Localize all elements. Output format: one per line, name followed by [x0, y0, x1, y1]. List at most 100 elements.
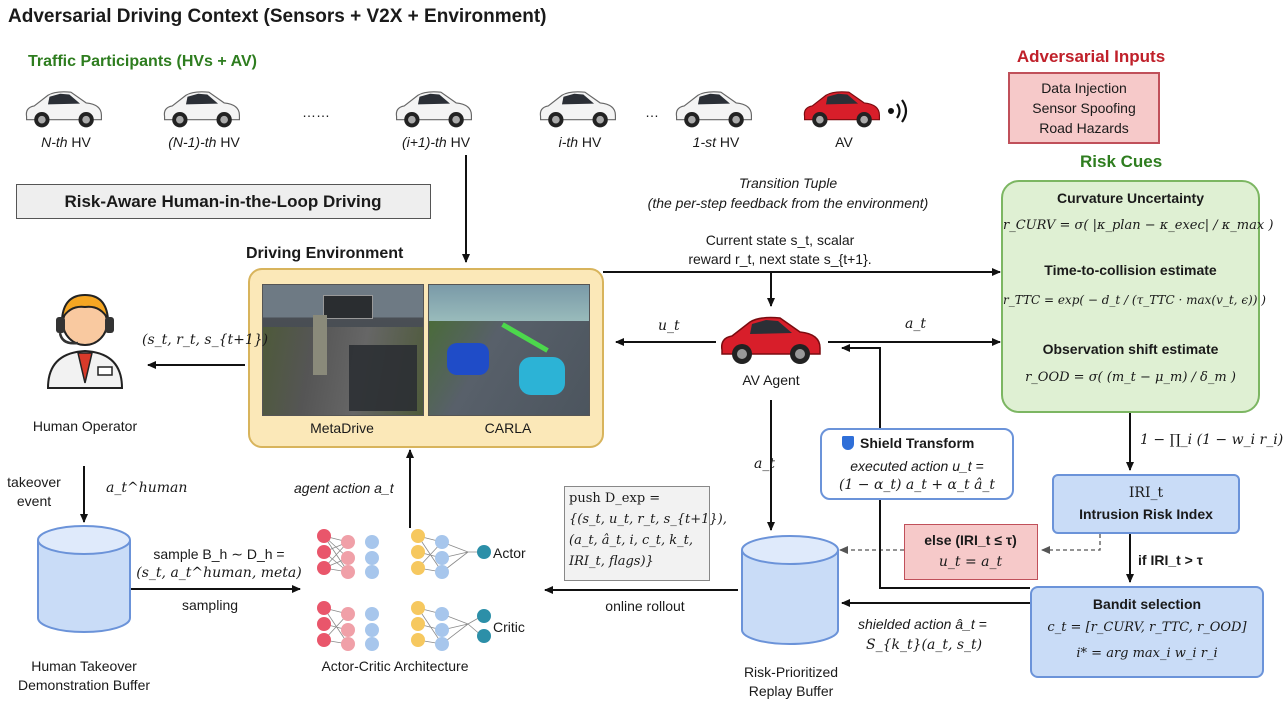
iri-to-else-dashed [1041, 534, 1101, 554]
risk-cues-box: Curvature Uncertainty r_CURV = σ( |κ_pla… [1001, 180, 1274, 413]
transition-title: Transition Tuple [738, 175, 838, 191]
replay-label1: Risk-Prioritized [743, 664, 839, 680]
page-title: Adversarial Driving Context (Sensors + V… [8, 6, 547, 27]
participant-label-suffix: AV [835, 134, 853, 150]
sample-line1: sample B_h ∼ D_h = [153, 546, 285, 562]
participant-label: AV [792, 134, 896, 151]
critic-label: Critic [493, 619, 525, 635]
adversarial-box: Data Injection Sensor Spoofing Road Haza… [1008, 72, 1160, 144]
metadrive-label: MetaDrive [310, 420, 374, 436]
transition-line1: Current state s_t, scalar [705, 232, 855, 248]
participant-label-prefix: (N-1)-th [168, 134, 217, 150]
ttc-title: Time-to-collision estimate [1044, 262, 1217, 278]
push-line1: push D_exp = [569, 491, 661, 506]
participants-ellipsis: …… [302, 104, 330, 120]
curv-title: Curvature Uncertainty [1056, 190, 1205, 206]
participant-label-suffix: HV [578, 134, 602, 150]
metadrive-screenshot [262, 284, 424, 416]
operator-label: Human Operator [32, 418, 138, 434]
agent-action-label: agent action a_t [294, 480, 394, 496]
participants-title: Traffic Participants (HVs + AV) [28, 53, 257, 70]
participant-label: (N-1)-th HV [152, 134, 256, 151]
takeover-line1: takeover [7, 474, 61, 490]
iri-if-label: if IRI_t > τ [1138, 552, 1203, 568]
participant-label-prefix: 1-st [692, 134, 716, 150]
risk-cues-title: Risk Cues [1080, 152, 1163, 171]
carla-screenshot [428, 284, 590, 416]
human-buffer-cylinder [37, 525, 131, 633]
sampling-label: sampling [181, 597, 239, 613]
else-line1: else (IRI_t ≤ τ) [924, 532, 1017, 548]
operator-tuple: (s_t, r_t, s_{t+1}) [142, 332, 269, 348]
av-agent-car-icon [720, 316, 821, 364]
adversarial-item: Road Hazards [1039, 120, 1129, 136]
participants-ellipsis: … [645, 104, 659, 120]
participant-label-suffix: HV [446, 134, 471, 150]
sample-line2: (s_t, a_t^human, meta) [136, 565, 302, 581]
iri-box: IRI_t Intrusion Risk Index [1052, 474, 1240, 534]
iri-symbol: IRI_t [1128, 485, 1164, 501]
carla-label: CARLA [484, 420, 532, 436]
push-line4: IRI_t, flags)} [569, 554, 654, 569]
iri-label: Intrusion Risk Index [1079, 506, 1213, 522]
transition-subtitle: (the per-step feedback from the environm… [647, 195, 929, 211]
push-line2: {(s_t, u_t, r_t, s_{t+1}), [569, 512, 727, 527]
bandit-line1: c_t = [r_CURV, r_TTC, r_OOD] [1047, 620, 1247, 635]
human-operator-icon [46, 293, 124, 389]
environment-title: Driving Environment [246, 245, 404, 262]
banner-label: Risk-Aware Human-in-the-Loop Driving [64, 192, 382, 211]
v2x-signal-icon [888, 99, 908, 123]
banner-box: Risk-Aware Human-in-the-Loop Driving [16, 184, 431, 219]
bandit-line2: i* = arg max_i w_i r_i [1076, 646, 1218, 661]
adversarial-item: Data Injection [1041, 80, 1127, 96]
agent-ut-label: u_t [658, 318, 680, 334]
iri-aggregate: 1 − ∏_i (1 − w_i r_i) [1140, 432, 1283, 448]
participant-label-suffix: HV [216, 134, 240, 150]
hv-car-icon [163, 91, 240, 128]
ood-title: Observation shift estimate [1042, 341, 1219, 357]
environment-box: MetaDrive CARLA [248, 268, 604, 448]
shielded-line2: S_{k_t}(a_t, s_t) [866, 637, 983, 653]
shield-line1: executed action u_t = [850, 458, 984, 474]
shield-line2: (1 − α_t) a_t + α_t â_t [838, 477, 996, 493]
else-line2: u_t = a_t [938, 554, 1003, 570]
participant-label-suffix: HV [67, 134, 91, 150]
human-buffer-label2: Demonstration Buffer [17, 677, 151, 693]
else-box: else (IRI_t ≤ τ) u_t = a_t [904, 524, 1038, 580]
participant-label: i-th HV [528, 134, 632, 151]
actor-critic-network [317, 529, 491, 651]
bandit-box: Bandit selection c_t = [r_CURV, r_TTC, r… [1030, 586, 1264, 678]
human-action-label: a_t^human [106, 480, 188, 496]
hv-car-icon [25, 91, 102, 128]
participant-label-prefix: (i+1)-th [401, 134, 447, 150]
adversarial-title: Adversarial Inputs [1016, 47, 1166, 66]
human-buffer-label1: Human Takeover [31, 658, 137, 674]
curv-formula: r_CURV = σ( |κ_plan − κ_exec| / κ_max ) [1003, 218, 1274, 233]
shield-box: Shield Transform executed action u_t = (… [820, 428, 1014, 500]
push-box: push D_exp = {(s_t, u_t, r_t, s_{t+1}), … [564, 486, 727, 581]
av-car-icon [803, 91, 880, 128]
shield-title: Shield Transform [860, 435, 975, 451]
participant-label: N-th HV [14, 134, 118, 151]
transition-line2: reward r_t, next state s_{t+1}. [688, 251, 872, 267]
ood-formula: r_OOD = σ( (m_t − μ_m) / δ_m ) [1025, 370, 1236, 385]
participant-label-prefix: N-th [41, 134, 68, 150]
adversarial-item: Sensor Spoofing [1032, 100, 1136, 116]
participant-label-prefix: i-th [558, 134, 579, 150]
agent-at-down-label: a_t [754, 456, 775, 472]
actor-label: Actor [493, 545, 526, 561]
hv-car-icon [539, 91, 616, 128]
replay-buffer-cylinder [741, 535, 839, 645]
actor-critic-label: Actor-Critic Architecture [321, 658, 469, 674]
agent-at-right-label: a_t [905, 316, 926, 332]
av-agent-label: AV Agent [742, 372, 800, 388]
participant-label: (i+1)-th HV [384, 134, 488, 151]
ttc-formula: r_TTC = exp( − d_t / (τ_TTC · max(v_t, ϵ… [1003, 293, 1266, 307]
replay-label2: Replay Buffer [748, 683, 834, 699]
participant-label-suffix: HV [716, 134, 740, 150]
participant-label: 1-st HV [664, 134, 768, 151]
hv-car-icon [675, 91, 752, 128]
bandit-title: Bandit selection [1092, 596, 1202, 612]
shield-icon [842, 436, 854, 450]
push-line3: (a_t, â_t, i, c_t, k_t, [569, 533, 693, 548]
